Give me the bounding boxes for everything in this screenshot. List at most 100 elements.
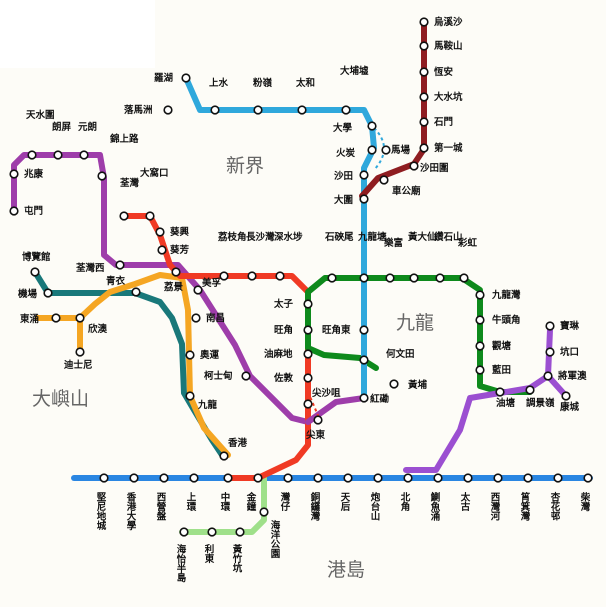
- station-north-point[interactable]: 北角: [399, 473, 413, 512]
- station-ho-man-tin[interactable]: 何文田: [359, 348, 415, 365]
- station-po-lam[interactable]: 寶琳: [545, 320, 580, 332]
- station-choi-hung[interactable]: 彩虹: [457, 237, 478, 283]
- station-sai-ying-pun[interactable]: 西營盤: [155, 473, 169, 521]
- station-tai-wo[interactable]: 太和: [296, 77, 315, 115]
- station-tsim-sha-tsui[interactable]: 尖沙咀: [303, 387, 341, 409]
- station-asiaworld-expo[interactable]: 博覽館: [22, 251, 51, 277]
- station-shau-kei-wan[interactable]: 筲箕灣: [519, 473, 533, 521]
- station-tsing-yi[interactable]: 青衣: [106, 275, 141, 297]
- station-yau-ma-tei[interactable]: 油麻地: [264, 348, 313, 360]
- station-fanling[interactable]: 粉嶺: [253, 77, 273, 115]
- kwun-tong-line[interactable]: [305, 275, 533, 395]
- station-sha-tin-wai[interactable]: 沙田圍: [409, 161, 449, 174]
- station-kowloon-tong[interactable]: 九龍塘: [357, 231, 387, 283]
- station-quarry-bay[interactable]: 鰂魚涌: [429, 473, 443, 521]
- station-racecourse[interactable]: 馬場: [381, 144, 411, 156]
- station-kwai-fong[interactable]: 葵芳: [157, 244, 190, 256]
- station-wan-chai[interactable]: 灣仔: [279, 473, 293, 512]
- station-admiralty[interactable]: 金鐘: [245, 473, 263, 512]
- station-che-kung-temple[interactable]: 車公廟: [379, 175, 421, 197]
- station-lei-tung[interactable]: 利東: [203, 527, 217, 564]
- station-wong-tai-sin[interactable]: 黃大仙: [407, 231, 437, 283]
- station-lai-chi-kok[interactable]: 荔枝角: [217, 231, 247, 281]
- blank-corner: [0, 0, 155, 68]
- station-heng-on[interactable]: 恆安: [419, 66, 454, 78]
- station-tiu-keng-leng[interactable]: 調景嶺: [525, 385, 555, 409]
- station-causeway-bay[interactable]: 銅鑼灣: [309, 473, 323, 521]
- station-lai-king[interactable]: 荔景: [163, 267, 184, 293]
- station-hong-kong[interactable]: 香港: [219, 437, 248, 461]
- tung-chung-line[interactable]: [35, 272, 231, 458]
- station-mong-kok-east[interactable]: 旺角東: [322, 324, 369, 336]
- station-city-one[interactable]: 第一城: [419, 142, 463, 154]
- station-kam-sheung-road[interactable]: 錦上路: [97, 133, 139, 181]
- station-tai-wai[interactable]: 大圍: [334, 194, 369, 206]
- station-tsuen-wan[interactable]: 荃灣: [119, 177, 140, 221]
- station-tai-shui-hang[interactable]: 大水坑: [419, 91, 463, 103]
- station-tai-po-market[interactable]: 大埔墟: [340, 65, 369, 115]
- station-sham-shui-po[interactable]: 深水埗: [274, 231, 303, 281]
- station-yau-tong[interactable]: 油塘: [495, 387, 516, 409]
- station-south-horizons[interactable]: 海怡半島: [175, 527, 189, 583]
- station-kowloon-bay[interactable]: 九龍灣: [475, 289, 521, 301]
- station-east-tsim-sha-tsui[interactable]: 尖東: [306, 415, 326, 441]
- station-ngau-tau-kok[interactable]: 牛頭角: [475, 314, 521, 326]
- station-fortress-hill[interactable]: 炮台山: [369, 473, 383, 521]
- station-lok-ma-chau[interactable]: 落馬洲: [124, 104, 173, 116]
- station-central[interactable]: 中環: [219, 473, 233, 512]
- station-sheung-wan[interactable]: 上環: [185, 473, 199, 512]
- station-sha-tin[interactable]: 沙田: [334, 170, 369, 182]
- station-kwun-tong[interactable]: 觀塘: [475, 340, 512, 352]
- station-shek-kip-mei[interactable]: 石硤尾: [324, 231, 354, 283]
- station-sai-wan-ho[interactable]: 西灣河: [489, 473, 503, 521]
- station-chai-wan[interactable]: 柴灣: [579, 473, 593, 512]
- station-long-ping[interactable]: 朗屏: [52, 121, 72, 160]
- station-whampoa[interactable]: 黃埔: [389, 379, 428, 391]
- station-olympic[interactable]: 柯士甸: [204, 370, 251, 382]
- station-ocean-park[interactable]: 海洋公園: [259, 507, 280, 559]
- station-hku[interactable]: 香港大學: [125, 473, 139, 531]
- station-lo-wu[interactable]: 羅湖: [154, 72, 191, 84]
- station-tseung-kwan-o[interactable]: 將軍澳: [543, 370, 587, 382]
- station-tai-koo[interactable]: 太古: [459, 473, 473, 512]
- station-university[interactable]: 大學: [333, 121, 377, 134]
- station-disneyland[interactable]: 迪士尼: [64, 347, 93, 371]
- station-ma-on-shan[interactable]: 馬鞍山: [419, 40, 463, 52]
- station-siu-hong[interactable]: 兆康: [9, 168, 44, 180]
- station-lok-fu[interactable]: 樂富: [383, 237, 403, 283]
- station-prince-edward[interactable]: 太子: [274, 298, 313, 310]
- station-tin-shui-wai[interactable]: 天水圍: [26, 109, 55, 160]
- station-tsuen-wan-west[interactable]: 荃灣西: [76, 260, 125, 274]
- station-wong-chuk-hang[interactable]: 黃竹坑: [231, 527, 245, 573]
- station-heng-fa-chuen[interactable]: 杏花邨: [549, 473, 563, 521]
- station-wu-kai-sha[interactable]: 烏溪沙: [419, 16, 463, 28]
- station-kwai-hing[interactable]: 葵興: [155, 226, 190, 238]
- station-tai-wo-hau[interactable]: 大窩口: [140, 167, 169, 221]
- station-nam-cheong[interactable]: 南昌: [191, 312, 225, 324]
- station-diamond-hill[interactable]: 鑽石山: [434, 231, 463, 283]
- station-tin-hau[interactable]: 天后: [339, 473, 353, 512]
- station-lohas-park[interactable]: 康城: [559, 391, 580, 413]
- svg-text:九龍灣: 九龍灣: [491, 289, 521, 301]
- station-sheung-shui[interactable]: 上水: [209, 77, 229, 115]
- station-hang-hau[interactable]: 坑口: [545, 346, 579, 358]
- station-fo-tan[interactable]: 火炭: [336, 145, 377, 159]
- tsuen-wan-line[interactable]: [121, 213, 311, 481]
- station-austin[interactable]: 奧運: [185, 349, 220, 361]
- station-sunny-bay[interactable]: 欣澳: [75, 313, 108, 335]
- south-island-line[interactable]: [179, 475, 267, 535]
- station-hung-hom[interactable]: 紅磡: [359, 393, 390, 405]
- station-mong-kok[interactable]: 旺角: [274, 324, 313, 336]
- station-jordan[interactable]: 佐敦: [273, 372, 313, 384]
- station-kennedy-town[interactable]: 堅尼地城: [95, 473, 109, 531]
- station-tuen-mun[interactable]: 屯門: [9, 205, 43, 217]
- station-lam-tin[interactable]: 藍田: [475, 364, 511, 376]
- station-tung-chung[interactable]: 東涌: [19, 313, 61, 325]
- station-airport[interactable]: 機場: [18, 288, 53, 300]
- station-cheung-sha-wan[interactable]: 長沙灣: [246, 231, 275, 281]
- station-shek-mun[interactable]: 石門: [419, 117, 453, 128]
- station-kowloon[interactable]: 九龍: [185, 391, 218, 411]
- west-rail-line[interactable]: [11, 152, 311, 425]
- station-yuen-long[interactable]: 元朗: [78, 121, 97, 160]
- station-mei-foo[interactable]: 美孚: [193, 277, 222, 295]
